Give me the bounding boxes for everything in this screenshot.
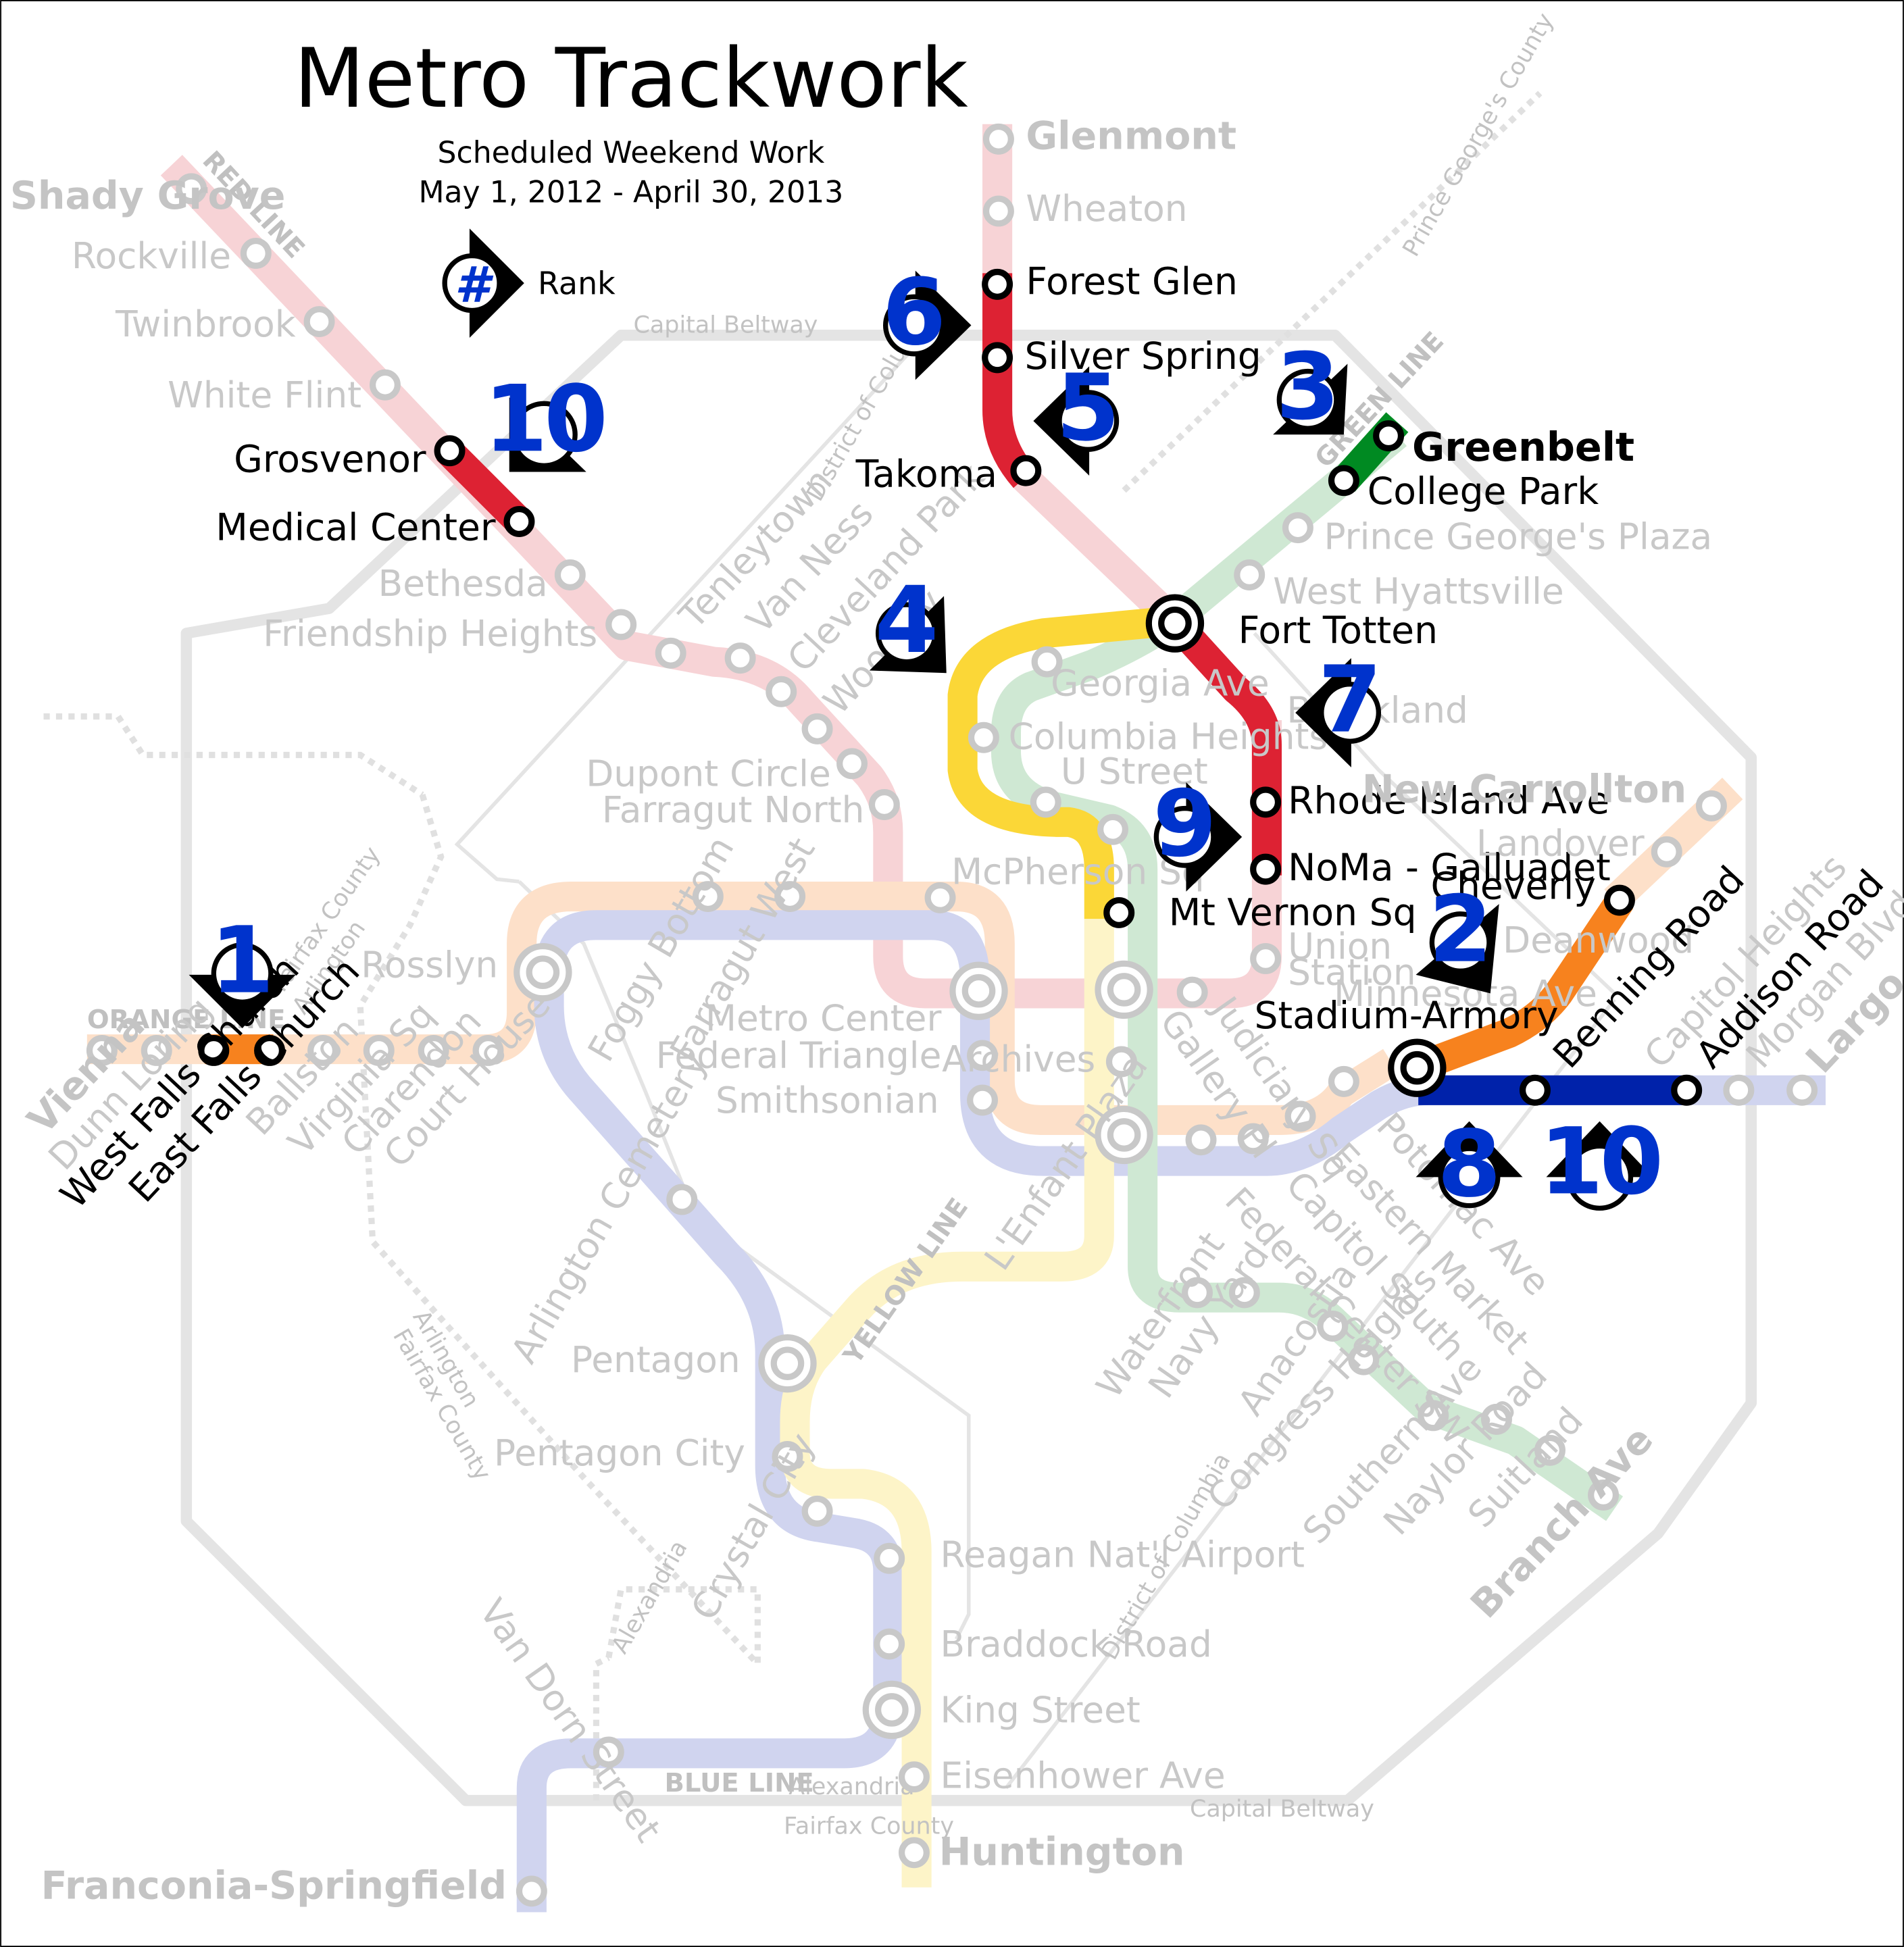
station-shady-grove: Shady Grove: [10, 174, 286, 218]
rank-badge-2: 2: [1416, 877, 1499, 994]
station-white-flint: White Flint: [168, 374, 361, 416]
station-metro-center: Metro Center: [705, 998, 941, 1040]
svg-text:Capital Beltway: Capital Beltway: [1190, 1796, 1374, 1823]
rank-badge-4: 4: [869, 567, 947, 674]
svg-text:3: 3: [1276, 334, 1340, 440]
rank-badge-10-red: 10: [484, 366, 608, 473]
station-cheverly: Cheverly: [1431, 865, 1596, 909]
station-fort-totten: Fort Totten: [1238, 609, 1438, 653]
station-wheaton: Wheaton: [1026, 188, 1187, 230]
station-college-park: College Park: [1368, 470, 1599, 513]
station-forest-glen: Forest Glen: [1026, 261, 1238, 304]
map-subtitle-1: Scheduled Weekend Work: [437, 136, 824, 170]
dc-border-ne: [1253, 632, 1616, 995]
station-dupont-circle: Dupont Circle: [586, 753, 831, 794]
station-new-carrollton: New Carrollton: [1362, 767, 1686, 811]
dc-border-nw: [454, 334, 927, 884]
legend-badge: [442, 253, 502, 313]
stations-active: [198, 268, 1703, 1106]
yellow-active: [947, 606, 1176, 919]
svg-text:9: 9: [1153, 771, 1217, 878]
red-active-fort-totten: [1162, 611, 1282, 876]
rank-badge-8: 8: [1416, 1111, 1523, 1218]
station-silver-spring: Silver Spring: [1025, 335, 1261, 378]
station-twinbrook: Twinbrook: [115, 303, 296, 345]
rank-badge-3: 3: [1273, 334, 1348, 440]
svg-text:10: 10: [1539, 1109, 1659, 1215]
station-pentagon: Pentagon: [571, 1339, 741, 1381]
station-grosvenor: Grosvenor: [234, 438, 426, 481]
rank-badge-10-blue: 10: [1539, 1109, 1663, 1215]
station-bethesda: Bethesda: [378, 563, 548, 605]
station-franconia: Franconia-Springfield: [41, 1863, 507, 1908]
svg-text:1: 1: [210, 908, 274, 1015]
orange-active-cheverly: [1410, 892, 1634, 1082]
legend-label: Rank: [538, 266, 616, 302]
station-medical-center: Medical Center: [216, 507, 496, 550]
station-huntington: Huntington: [939, 1830, 1185, 1875]
station-rockville: Rockville: [72, 235, 231, 277]
station-u-street: U Street: [1061, 751, 1208, 792]
svg-text:Capital Beltway: Capital Beltway: [634, 312, 818, 339]
station-eisenhower-ave: Eisenhower Ave: [941, 1755, 1226, 1797]
svg-text:8: 8: [1437, 1111, 1501, 1218]
stations-faded: [86, 123, 1818, 1907]
svg-text:Fairfax County: Fairfax County: [784, 1813, 954, 1840]
svg-text:Alexandria: Alexandria: [788, 1773, 914, 1800]
dc-border-se: [1004, 998, 1616, 1790]
beltway-layer: [180, 329, 1757, 1806]
station-deanwood: Deanwood: [1503, 919, 1694, 961]
map-title: Metro Trackwork: [294, 30, 968, 126]
station-archives: Archives: [942, 1038, 1095, 1080]
station-farragut-north: Farragut North: [602, 789, 864, 831]
station-smithsonian: Smithsonian: [716, 1080, 939, 1121]
svg-text:2: 2: [1428, 877, 1493, 984]
station-columbia-heights: Columbia Heights: [1009, 715, 1328, 757]
rank-badge-6: 6: [882, 259, 972, 380]
station-friendship-heights: Friendship Heights: [263, 613, 597, 655]
rank-badge-9: 9: [1153, 771, 1243, 892]
svg-text:7: 7: [1318, 647, 1382, 754]
rank-badge-1: 1: [189, 908, 296, 1028]
station-glenmont: Glenmont: [1026, 114, 1236, 159]
station-pentagon-city: Pentagon City: [494, 1432, 745, 1474]
station-king-street: King Street: [941, 1689, 1141, 1731]
station-reagan-airport: Reagan Nat'l Airport: [941, 1534, 1305, 1576]
station-rhode-island-ave: Rhode Island Ave: [1288, 780, 1609, 823]
rank-markers: 1 2 3 4 5 6: [189, 259, 1663, 1218]
rank-badge-7: 7: [1295, 647, 1382, 767]
station-braddock-road: Braddock Road: [941, 1623, 1212, 1665]
legend: # Rank: [442, 228, 616, 338]
station-takoma: Takoma: [855, 453, 998, 497]
station-noma: NoMa - Galluadet: [1288, 846, 1611, 890]
station-prince-georges-plaza: Prince George's Plaza: [1324, 515, 1712, 557]
capital-beltway: [180, 329, 1757, 1806]
station-rosslyn: Rosslyn: [361, 944, 498, 986]
station-stadium-armory: Stadium-Armory: [1255, 994, 1559, 1038]
map-subtitle-2: May 1, 2012 - April 30, 2013: [418, 176, 843, 210]
rank-badge-5: 5: [1033, 355, 1120, 476]
station-georgia-ave: Georgia Ave: [1051, 662, 1270, 704]
blue-line-tag: BLUE LINE: [665, 1768, 814, 1798]
svg-text:6: 6: [882, 259, 947, 366]
station-west-hyattsville: West Hyattsville: [1273, 570, 1564, 612]
station-union-2: Station: [1288, 952, 1416, 994]
station-union-1: Union: [1288, 926, 1392, 967]
station-greenbelt: Greenbelt: [1412, 424, 1634, 470]
svg-text:4: 4: [875, 567, 939, 674]
station-landover: Landover: [1476, 822, 1645, 864]
county-lines: [43, 91, 1543, 1801]
station-federal-triangle: Federal Triangle: [656, 1035, 942, 1077]
station-mt-vernon-sq: Mt Vernon Sq: [1169, 891, 1417, 934]
red-line-faded: [160, 155, 1282, 1009]
svg-text:5: 5: [1056, 355, 1120, 462]
transfer-stations-active: [1145, 594, 1447, 1097]
legend-symbol: #: [455, 257, 494, 314]
transfer-stations-faded: [513, 942, 1153, 1740]
svg-text:10: 10: [484, 366, 604, 473]
